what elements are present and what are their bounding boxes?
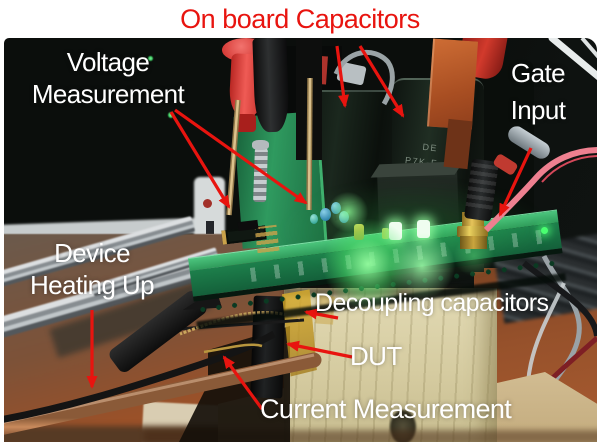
white-cable (580, 38, 597, 59)
arrow-decoupling-capacitors (304, 308, 339, 320)
label-current-measurement: Current Measurement (260, 394, 512, 424)
sma-connector-base (460, 236, 487, 249)
gray-jumper-cable (333, 50, 395, 106)
probe-pin-highlight (307, 77, 312, 211)
arrow-voltage-probe-1 (169, 111, 231, 209)
label-device-heating-up: Device Heating Up (29, 238, 155, 300)
white-cable (548, 38, 597, 81)
top-wires (333, 38, 597, 106)
blue-capacitor (310, 214, 318, 224)
label-voltage-measurement: Voltage Measurement (31, 47, 185, 109)
red-voltage-probe-collar (235, 114, 256, 132)
thermocouple-cable (4, 330, 276, 423)
label-decoupling-capacitors: Decoupling capacitors (315, 289, 549, 317)
green-reflection-dot (148, 56, 153, 61)
current-sense-wire (203, 343, 263, 354)
arrow-dut (286, 340, 353, 359)
label-gate-input: Gate Input (510, 58, 566, 125)
background-connector-dot (206, 221, 214, 234)
label-dut: DUT (350, 341, 402, 371)
arrow-current-measurement (222, 355, 264, 410)
arrow-gate-input (498, 147, 533, 217)
green-led (541, 227, 548, 234)
arrow-onboard-capacitor-1 (335, 45, 349, 108)
ground-wires (4, 311, 322, 435)
copper-pipe (4, 352, 322, 435)
probe-pin-highlight (227, 99, 240, 216)
background-connector-dot (203, 199, 212, 208)
gate-input-wire-shade (541, 155, 597, 183)
wood-block (284, 288, 497, 442)
thermocouple-wire (163, 318, 305, 332)
probe-pins (226, 77, 313, 216)
arrow-onboard-capacitor-2 (358, 45, 405, 118)
sma-connector-nut (457, 226, 488, 237)
page-title: On board Capacitors (180, 4, 420, 34)
standoff-screw-head (252, 140, 269, 150)
blue-capacitor (320, 208, 331, 221)
arrow-voltage-probe-2 (174, 108, 308, 205)
